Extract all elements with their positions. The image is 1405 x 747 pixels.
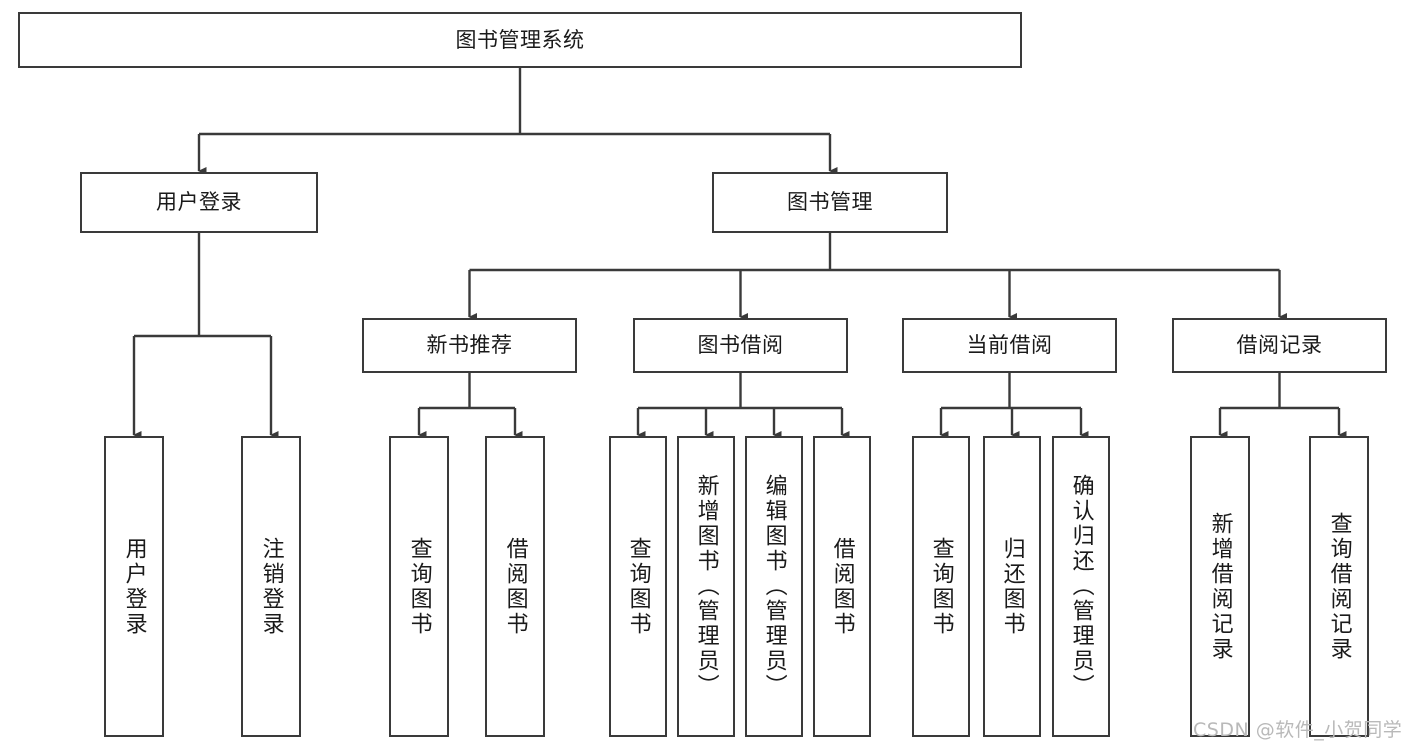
node-leaf8[interactable]: 借阅图书 [813,436,871,737]
node-label-leaf4: 借阅图书 [502,536,528,637]
node-l2b[interactable]: 图书借阅 [633,318,848,373]
node-l1b[interactable]: 图书管理 [712,172,948,233]
node-leaf4[interactable]: 借阅图书 [485,436,545,737]
node-leaf6[interactable]: 新增图书（管理员） [677,436,735,737]
node-label-root: 图书管理系统 [455,27,585,52]
node-label-l1a: 用户登录 [156,190,242,215]
node-leaf11[interactable]: 确认归还（管理员） [1052,436,1110,737]
node-l2d[interactable]: 借阅记录 [1172,318,1387,373]
node-l2a[interactable]: 新书推荐 [362,318,577,373]
node-leaf7[interactable]: 编辑图书（管理员） [745,436,803,737]
watermark-label: CSDN @软件_小贺同学 [1193,719,1403,741]
node-label-l2c: 当前借阅 [966,333,1053,358]
node-label-leaf11: 确认归还（管理员） [1068,474,1094,699]
node-l2c[interactable]: 当前借阅 [902,318,1117,373]
node-label-l2a: 新书推荐 [426,333,513,358]
node-label-l2b: 图书借阅 [697,333,784,358]
node-label-leaf13: 查询借阅记录 [1326,511,1352,662]
node-label-leaf6: 新增图书（管理员） [693,474,719,699]
node-label-leaf3: 查询图书 [406,536,432,637]
node-label-leaf5: 查询图书 [625,536,651,637]
node-leaf13[interactable]: 查询借阅记录 [1309,436,1369,737]
node-leaf3[interactable]: 查询图书 [389,436,449,737]
node-label-l2d: 借阅记录 [1236,333,1323,358]
node-leaf5[interactable]: 查询图书 [609,436,667,737]
node-label-leaf10: 归还图书 [999,536,1025,637]
node-root[interactable]: 图书管理系统 [18,12,1022,68]
node-label-l1b: 图书管理 [787,190,873,215]
node-leaf1[interactable]: 用户登录 [104,436,164,737]
node-label-leaf8: 借阅图书 [829,536,855,637]
node-label-leaf12: 新增借阅记录 [1207,511,1233,662]
node-leaf12[interactable]: 新增借阅记录 [1190,436,1250,737]
node-label-leaf2: 注销登录 [258,536,284,637]
node-label-leaf1: 用户登录 [121,536,147,637]
node-leaf9[interactable]: 查询图书 [912,436,970,737]
edge-layer [132,68,1347,440]
node-leaf10[interactable]: 归还图书 [983,436,1041,737]
node-leaf2[interactable]: 注销登录 [241,436,301,737]
node-label-leaf9: 查询图书 [928,536,954,637]
node-label-leaf7: 编辑图书（管理员） [761,474,787,699]
node-l1a[interactable]: 用户登录 [80,172,318,233]
